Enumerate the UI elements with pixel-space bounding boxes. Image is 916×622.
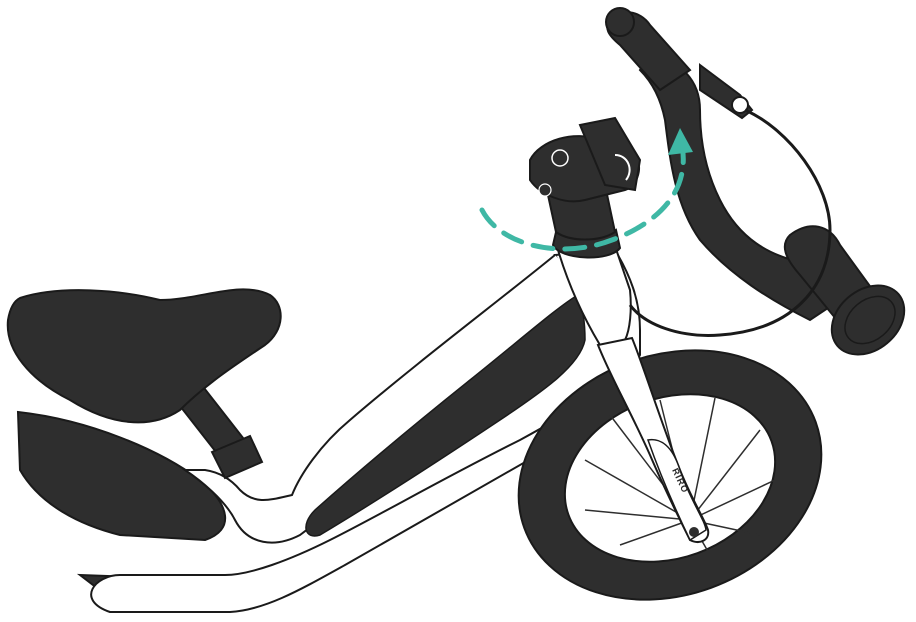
saddle [8, 289, 281, 422]
axle-bolt [689, 527, 699, 537]
stem-assembly [530, 118, 640, 257]
stem-bolt [552, 150, 568, 166]
handlebar-assembly [606, 8, 916, 369]
rear-wheel [18, 412, 225, 600]
